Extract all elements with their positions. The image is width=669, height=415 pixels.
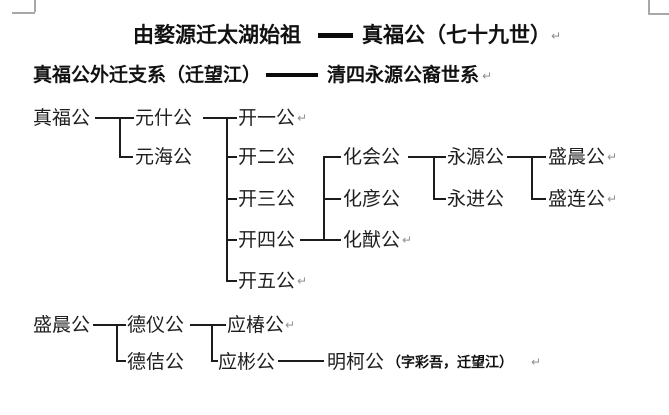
connector-line	[408, 156, 446, 158]
tree-node-yuanhai: 元海公	[135, 147, 193, 168]
title-left: 由婺源迁太湖始祖	[133, 23, 301, 47]
paragraph-mark: ↵	[482, 69, 493, 83]
connector-line	[190, 324, 226, 326]
tree-node-huayan: 化彦公	[343, 189, 401, 210]
title-connector-dash	[318, 33, 353, 38]
paragraph-mark: ↵	[607, 192, 618, 206]
connector-line	[93, 324, 126, 326]
tree-node-huayou: 化猷公	[343, 230, 401, 251]
paragraph-mark: ↵	[551, 29, 562, 43]
connector-line	[226, 198, 237, 200]
connector-line	[119, 156, 133, 158]
paragraph-mark: ↵	[402, 233, 413, 247]
connector-line	[531, 156, 533, 200]
title-right: 真福公（七十九世）	[362, 23, 551, 47]
paragraph-mark: ↵	[297, 111, 308, 125]
tree-node-shengchen: 盛晨公	[548, 147, 606, 168]
tree-node-yongyuan: 永源公	[447, 147, 505, 168]
tree-node-kaiyi: 开一公	[238, 108, 296, 129]
tree-node-yingbin: 应彬公	[218, 352, 276, 373]
subtitle-connector-dash	[266, 73, 318, 77]
tree-node-shengchen-2: 盛晨公	[33, 315, 91, 336]
subtitle-right: 清四永源公裔世系	[327, 65, 480, 86]
connector-line	[507, 156, 546, 158]
connector-line	[119, 117, 121, 158]
tree-node-deyi: 德仪公	[127, 315, 185, 336]
connector-line	[211, 360, 218, 362]
connector-line	[300, 239, 341, 241]
margin-corner-mark-left-horizontal	[12, 12, 35, 14]
connector-line	[278, 360, 324, 362]
tree-node-deji: 德佶公	[127, 352, 185, 373]
paragraph-mark: ↵	[297, 274, 308, 288]
tree-node-yingchun: 应椿公	[227, 315, 285, 336]
connector-line	[323, 198, 341, 200]
connector-line	[203, 117, 237, 119]
tree-node-kaisan: 开三公	[238, 189, 296, 210]
tree-node-mingke: 明柯公	[327, 352, 385, 373]
connector-line	[433, 156, 435, 200]
connector-line	[323, 156, 341, 158]
paragraph-mark: ↵	[531, 355, 542, 369]
connector-line	[433, 198, 446, 200]
connector-line	[226, 239, 237, 241]
tree-node-yongjin: 永进公	[447, 189, 505, 210]
connector-line	[95, 117, 134, 119]
connector-line	[226, 280, 237, 282]
tree-node-mingke-note: （字彩吾，迁望江）	[387, 356, 513, 371]
tree-node-yuanshi: 元什公	[135, 108, 193, 129]
tree-node-shenglian: 盛连公	[548, 189, 606, 210]
paragraph-mark: ↵	[607, 150, 618, 164]
tree-node-kaiwu: 开五公	[238, 271, 296, 292]
connector-line	[226, 156, 237, 158]
connector-line	[116, 360, 126, 362]
subtitle-left: 真福公外迁支系（迁望江）	[33, 65, 262, 86]
tree-node-kaier: 开二公	[238, 147, 296, 168]
connector-line	[531, 198, 546, 200]
tree-node-zhenfu: 真福公	[33, 108, 91, 129]
tree-node-kaisi: 开四公	[238, 230, 296, 251]
tree-node-huahui: 化会公	[343, 147, 401, 168]
margin-corner-mark-right-horizontal	[648, 13, 669, 15]
connector-line	[211, 324, 213, 362]
connector-line	[116, 324, 118, 362]
margin-corner-mark-right-vertical	[648, 0, 650, 13]
paragraph-mark: ↵	[285, 318, 296, 332]
margin-corner-mark-left-vertical	[34, 0, 36, 12]
